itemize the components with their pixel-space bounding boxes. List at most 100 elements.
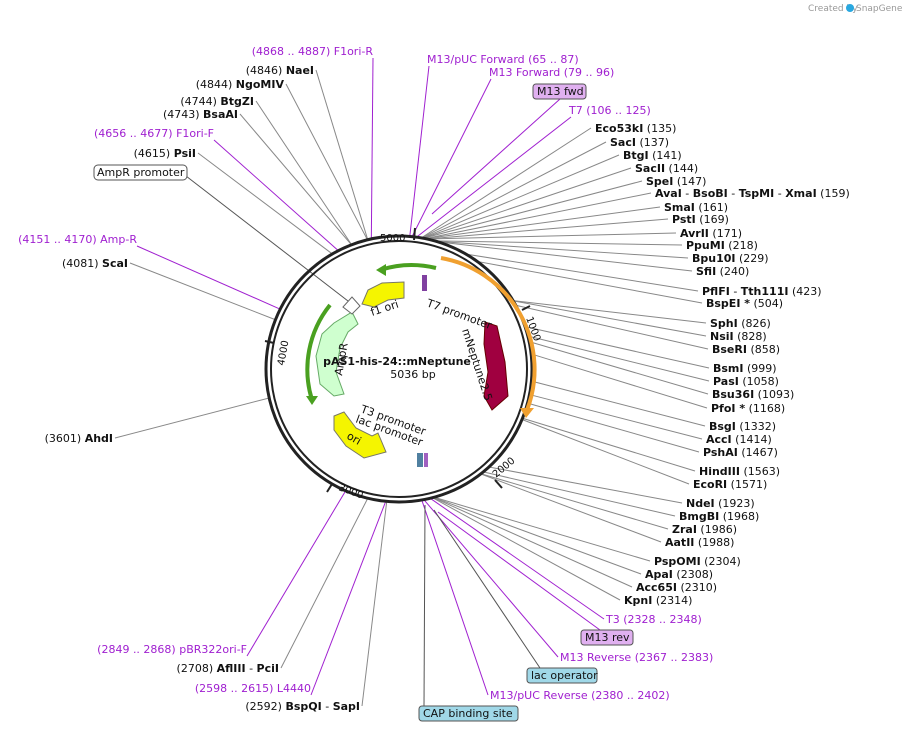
enzyme-kpni: KpnI (2314)	[624, 594, 692, 607]
tick-5000-mark	[413, 227, 416, 241]
left-enzyme-line-6	[114, 397, 270, 439]
primer-line-left-0	[370, 57, 374, 239]
enzyme-line-31	[433, 496, 642, 575]
enzyme-avrii: AvrII (171)	[680, 227, 742, 240]
tick-2000-mark	[494, 479, 503, 489]
enzyme-ngomiv: (4844) NgoMIV	[196, 78, 285, 91]
enzyme-ecori: EcoRI (1571)	[693, 478, 767, 491]
primer-line-left-4	[310, 501, 387, 696]
primer-f1ori-f: (4656 .. 4677) F1ori-F	[94, 127, 214, 140]
primer-line-bottom-1	[423, 499, 559, 658]
enzyme-line-32	[432, 497, 633, 588]
plasmid-size: 5036 bp	[390, 368, 435, 381]
left-enzyme-line-4	[197, 152, 333, 255]
enzyme-bspqi: (2592) BspQI - SapI	[245, 700, 360, 713]
enzyme-line-5	[425, 192, 652, 240]
enzyme-line-13	[477, 260, 703, 304]
primer-m13-reverse: M13 Reverse (2367 .. 2383)	[560, 651, 713, 664]
green-arc-head	[376, 264, 386, 276]
enzyme-line-7	[426, 218, 669, 240]
enzyme-line-8	[427, 232, 677, 240]
cap-site-box-label: CAP binding site	[423, 707, 513, 720]
ampr-arrow	[315, 311, 359, 397]
enzyme-zrai: ZraI (1986)	[672, 523, 737, 536]
lac-operator-box-line	[433, 509, 541, 669]
primer-line-left-3	[246, 490, 347, 657]
primer-m13-puc-reverse: M13/pUC Reverse (2380 .. 2402)	[490, 689, 670, 702]
ampr-promoter-box: AmpR promoter	[93, 164, 188, 181]
credit-brand: SnapGene	[856, 4, 903, 14]
enzyme-line-27	[483, 471, 676, 517]
f1-ori-arrow	[361, 281, 405, 308]
primer-f1ori-r: (4868 .. 4887) F1ori-R	[252, 45, 374, 58]
primer-amp-r: (4151 .. 4170) Amp-R	[18, 233, 137, 246]
primer-m13-puc-forward: M13/pUC Forward (65 .. 87)	[427, 53, 579, 66]
snapgene-credit: Created by SnapGene	[808, 4, 903, 14]
left-enzyme-line-7	[280, 498, 369, 669]
ampr-promoter-arrow	[342, 296, 361, 315]
m13-fwd-box: M13 fwd	[532, 83, 587, 100]
tick-5000: 5000	[380, 233, 405, 244]
enzyme-ppumi: PpuMI (218)	[686, 239, 758, 252]
tick-3000-mark	[326, 483, 333, 493]
ori-label: ori	[345, 429, 364, 447]
enzyme-afliii: (2708) AflIII - PciI	[177, 662, 279, 675]
left-enzyme-line-0	[315, 69, 369, 240]
enzyme-line-6	[425, 206, 661, 240]
enzyme-bspei: BspEI * (504)	[706, 297, 783, 310]
enzyme-btgi: BtgI (141)	[623, 149, 682, 162]
t3-promoter-mark	[424, 453, 428, 467]
green-ampr-arc	[305, 303, 332, 401]
primer-m13-forward: M13 Forward (79 .. 96)	[489, 66, 614, 79]
enzyme-line-33	[432, 497, 621, 601]
left-enzyme-line-1	[285, 83, 368, 241]
enzyme-line-25	[521, 419, 690, 485]
enzyme-line-26	[488, 466, 683, 504]
enzyme-psti: PstI (169)	[672, 213, 729, 226]
backbone-outer-ring	[264, 234, 534, 504]
connector-lines	[114, 57, 710, 707]
enzyme-bsgi: BsgI (1332)	[709, 420, 776, 433]
enzyme-bsu36i: Bsu36I (1093)	[712, 388, 794, 401]
primer-line-top-0	[409, 65, 430, 237]
enzyme-line-12	[465, 253, 699, 292]
enzyme-eco53ki: Eco53kI (135)	[595, 122, 676, 135]
enzyme-line-24	[522, 417, 696, 472]
enzyme-scai: (4081) ScaI	[62, 257, 128, 270]
enzyme-line-20	[530, 353, 708, 409]
enzyme-line-19	[529, 341, 709, 395]
t7-promoter-mark	[422, 275, 427, 291]
ampr-promoter-box-label: AmpR promoter	[97, 166, 185, 179]
primer-line-bottom-0	[429, 497, 605, 620]
enzyme-bsaai: (4743) BsaAI	[163, 108, 238, 121]
enzyme-line-10	[436, 240, 689, 259]
enzyme-pspomi: PspOMI (2304)	[654, 555, 741, 568]
ampr-label: AmpR	[332, 342, 351, 377]
primer-t7: T7 (106 .. 125)	[568, 104, 651, 117]
t7-promoter-label: T7 promoter	[424, 296, 494, 332]
left-enzyme-line-8	[361, 501, 388, 707]
snapgene-logo-icon	[846, 4, 854, 12]
primer-t3: T3 (2328 .. 2348)	[605, 613, 702, 626]
plasmid-name: pAS1-his-24::mNeptune	[323, 355, 471, 368]
green-ampr-head	[306, 396, 318, 405]
m13-rev-box-label: M13 rev	[585, 631, 630, 644]
backbone-inner-ring	[270, 240, 528, 498]
tick-1000-mark	[521, 305, 531, 311]
enzyme-hindiii: HindIII (1563)	[699, 465, 780, 478]
enzyme-nsii: NsiI (828)	[710, 330, 767, 343]
enzyme-line-22	[529, 394, 703, 440]
primer-line-left-2	[136, 245, 281, 310]
enzyme-line-18	[527, 335, 710, 382]
enzyme-bseri: BseRI (858)	[712, 343, 780, 356]
ori-arrow	[333, 411, 387, 459]
enzyme-pfoi: PfoI * (1168)	[711, 402, 785, 415]
orange-arc-head	[520, 408, 534, 418]
ampr-promoter-box-line	[185, 175, 349, 302]
enzyme-sphi: SphI (826)	[710, 317, 771, 330]
left-enzyme-line-5	[129, 262, 276, 321]
mneptune-arrow	[483, 321, 509, 411]
primer-line-top-2	[416, 116, 572, 238]
tick-4000-mark	[264, 340, 275, 344]
